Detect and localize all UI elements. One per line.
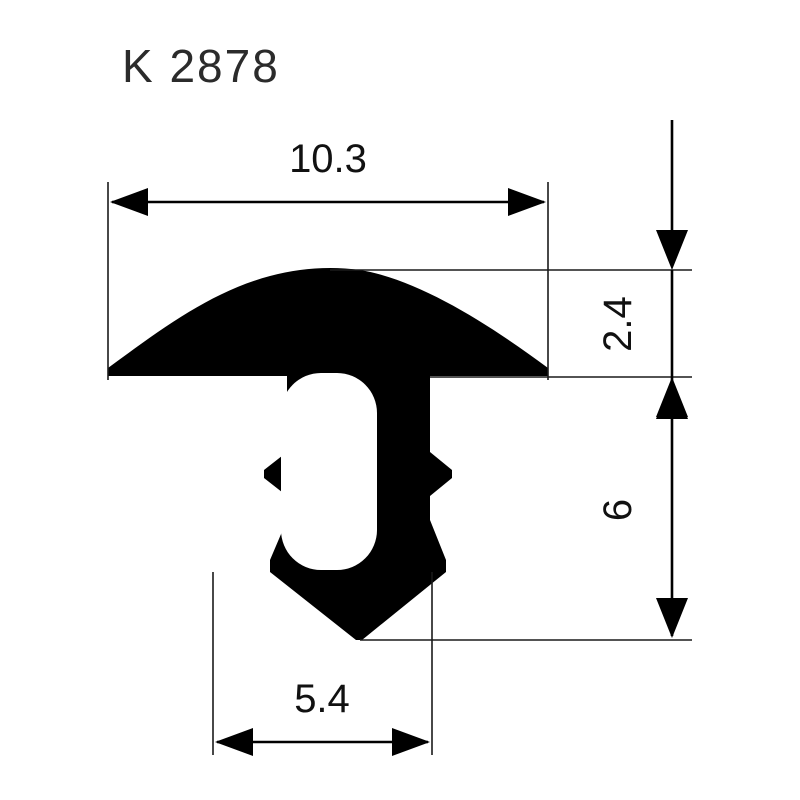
dimension-overall-width: 10.3 (110, 137, 546, 216)
profile-cavity (281, 373, 377, 570)
dim-label-head-height: 2.4 (596, 296, 640, 352)
extension-lines (107, 182, 692, 755)
arrow-top-head-height (656, 230, 688, 270)
arrow-right-overall-width (508, 188, 546, 216)
dimension-head-height: 2.4 (596, 120, 688, 417)
dim-label-stem-height: 6 (596, 499, 640, 521)
arrow-bottom-stem-height (656, 598, 688, 638)
arrow-left-base-width (215, 728, 253, 756)
arrow-top-stem-height (656, 379, 688, 419)
arrow-left-overall-width (110, 188, 148, 216)
dimension-stem-height: 6 (596, 379, 688, 638)
arrow-right-base-width (392, 728, 430, 756)
profile-cross-section (108, 268, 548, 640)
dim-label-base-width: 5.4 (294, 677, 350, 721)
dim-label-overall-width: 10.3 (289, 137, 367, 181)
dimension-base-width: 5.4 (215, 677, 430, 756)
page-title: K 2878 (122, 40, 280, 92)
